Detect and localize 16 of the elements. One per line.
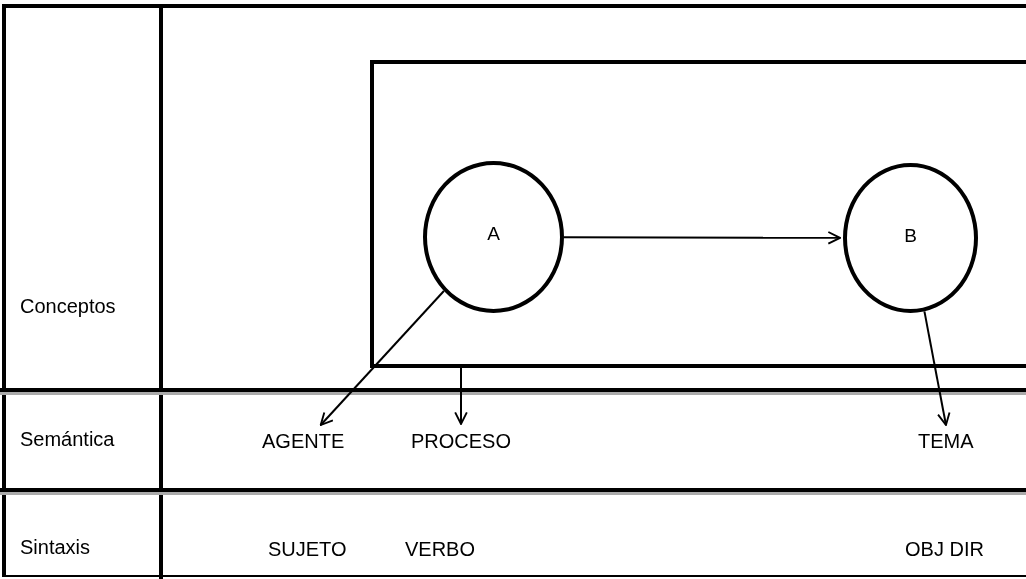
arrow <box>923 310 951 426</box>
arrow <box>319 290 445 426</box>
row-label: Conceptos <box>20 295 116 318</box>
concept-frame <box>370 60 1026 368</box>
syntax-label: OBJ DIR <box>905 537 984 562</box>
row-label: Sintaxis <box>20 536 91 559</box>
row-label: Semántica <box>20 428 115 451</box>
concept-circle: A <box>423 161 564 313</box>
concept-circle: B <box>843 163 978 313</box>
role-label: PROCESO <box>411 428 512 454</box>
arrow <box>454 365 468 425</box>
role-label: AGENTE <box>262 428 345 454</box>
role-label: TEMA <box>918 428 974 454</box>
syntax-label: SUJETO <box>268 537 347 562</box>
arrow <box>563 231 841 245</box>
syntax-label: VERBO <box>405 537 476 562</box>
